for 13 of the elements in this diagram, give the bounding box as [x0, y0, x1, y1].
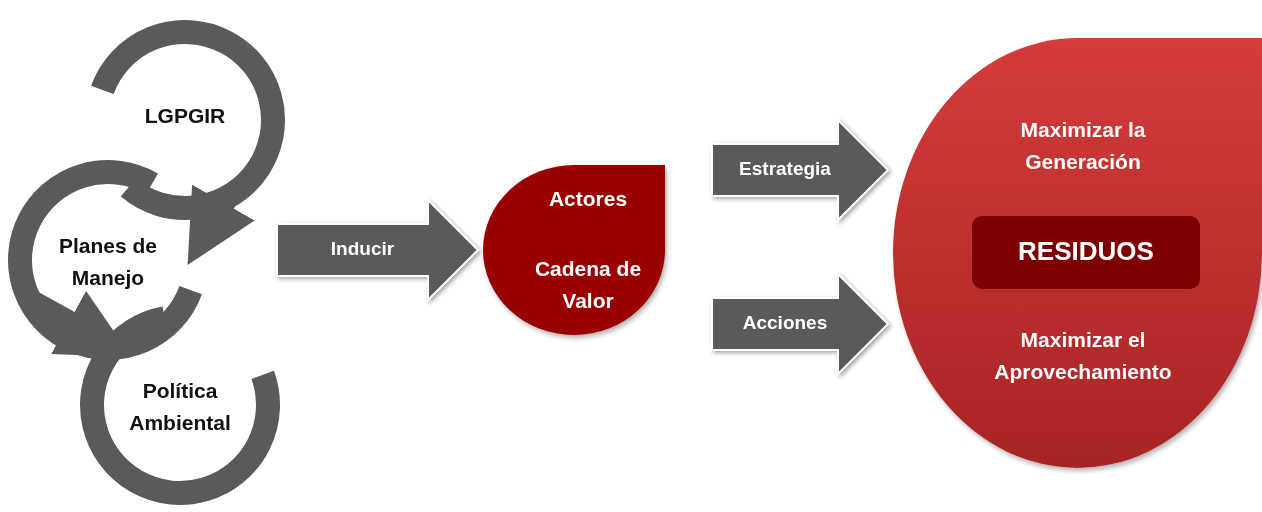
node-text: Planes de Manejo — [57, 233, 159, 291]
arrow — [187, 184, 255, 266]
node-text: Maximizar el Aprovechamiento — [993, 327, 1173, 385]
node-text: Actores — [547, 186, 629, 212]
node-text: Maximizar la Generación — [1019, 117, 1147, 175]
node-text: Política Ambiental — [128, 378, 232, 436]
node-text: RESIDUOS — [1017, 235, 1155, 268]
node-text: Cadena de Valor — [533, 256, 643, 314]
label-box — [972, 216, 1200, 289]
edge-label: Inducir — [329, 238, 396, 260]
edge-label: Estrategia — [738, 158, 832, 180]
edge-label: Acciones — [741, 312, 829, 334]
node-text: LGPGIR — [143, 103, 227, 129]
